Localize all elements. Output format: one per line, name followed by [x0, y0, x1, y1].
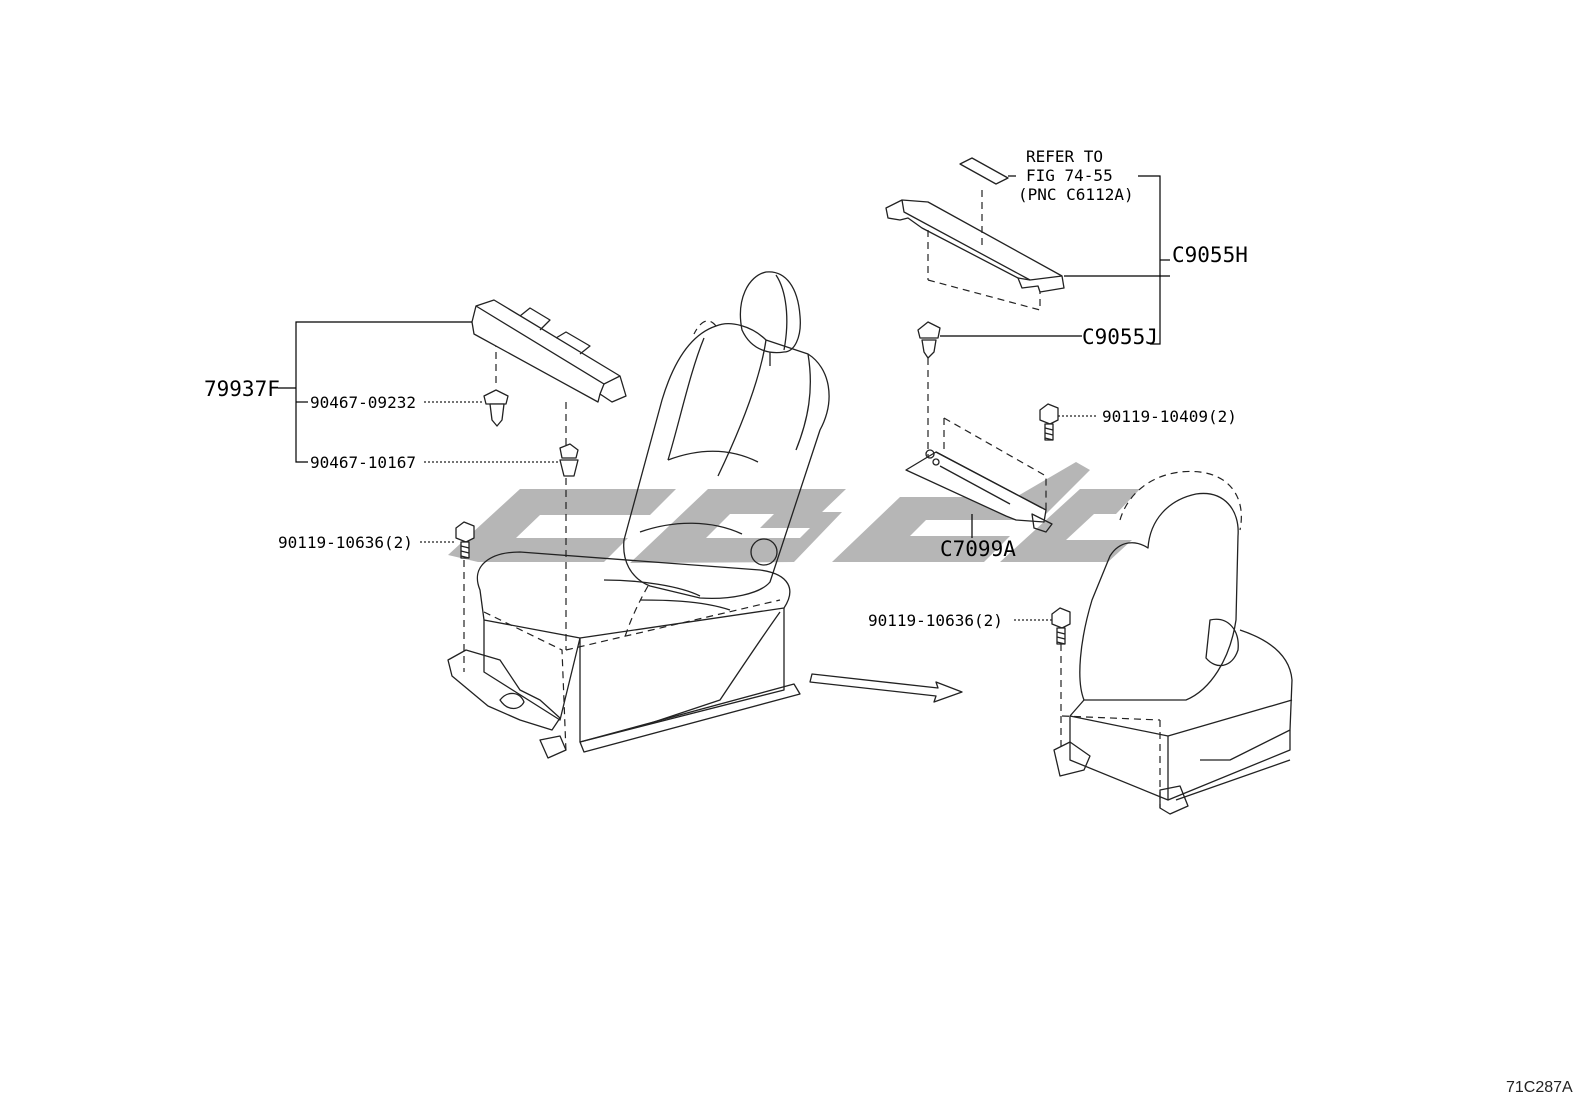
label-C7099A: C7099A: [940, 537, 1016, 561]
leaders-right: [940, 175, 1170, 621]
leaders-left: [278, 321, 560, 543]
part-C7099A-illustration: [905, 417, 1053, 533]
part-79937F-illustration: [471, 299, 627, 403]
bolt-90119-10636-right-illustration: [1051, 607, 1071, 748]
view-arrow: [809, 673, 963, 703]
clip-90467-09232-illustration: [483, 389, 509, 427]
watermark-logo: [448, 462, 1140, 563]
bolt-90119-10409-illustration: [1039, 403, 1059, 441]
label-refer-line1: REFER TO: [1026, 147, 1103, 166]
label-C9055H: C9055H: [1172, 243, 1248, 267]
seat-left-illustration: [447, 271, 830, 759]
label-C9055J: C9055J: [1082, 325, 1158, 349]
label-90467-09232: 90467-09232: [310, 393, 416, 412]
label-90119-10636-left: 90119-10636(2): [278, 533, 413, 552]
label-90119-10636-right: 90119-10636(2): [868, 611, 1003, 630]
illustration-code: 71C287A: [1506, 1079, 1573, 1096]
label-90119-10409: 90119-10409(2): [1102, 407, 1237, 426]
label-refer-line3: (PNC C6112A): [1018, 185, 1134, 204]
seat-right-illustration: [1053, 470, 1293, 815]
refer-tag-illustration: [959, 157, 1009, 185]
label-79937F: 79937F: [204, 377, 280, 401]
label-90467-10167: 90467-10167: [310, 453, 416, 472]
label-refer-line2: FIG 74-55: [1026, 166, 1113, 185]
clip-C9055J-illustration: [917, 321, 941, 456]
clip-90467-10167-illustration: [559, 443, 579, 477]
bolt-90119-10636-left-illustration: [455, 521, 475, 559]
part-C9055H-illustration: [885, 190, 1065, 311]
